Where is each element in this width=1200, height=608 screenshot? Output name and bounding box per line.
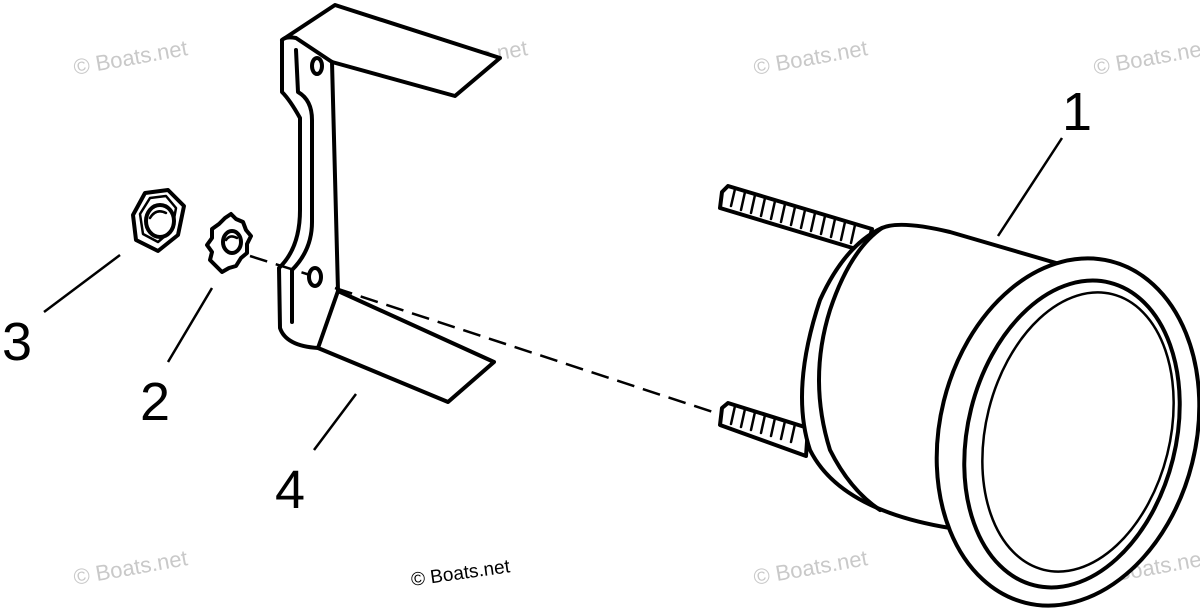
watermark: © Boats.net xyxy=(1092,35,1200,80)
leader-lines xyxy=(43,137,1064,451)
callout-4: 4 xyxy=(275,460,305,520)
assembly-line xyxy=(249,254,723,417)
gauge-part xyxy=(718,184,1200,608)
leader-line-1 xyxy=(996,137,1064,237)
watermark: © Boats.net xyxy=(752,545,870,590)
callout-1: 1 xyxy=(1062,82,1092,142)
watermark: © Boats.net xyxy=(72,545,190,590)
callout-3: 3 xyxy=(2,312,32,372)
watermark: © Boats.net xyxy=(72,35,190,80)
copyright-credit: © Boats.net xyxy=(410,556,512,591)
lock-washer-part xyxy=(205,212,253,274)
leader-line-2 xyxy=(166,287,214,363)
watermark: © Boats.net xyxy=(752,35,870,80)
u-bracket-part xyxy=(277,3,502,404)
callout-2: 2 xyxy=(140,372,170,432)
leader-line-3 xyxy=(43,254,121,313)
leader-line-4 xyxy=(313,393,357,451)
hex-nut-part xyxy=(131,188,186,253)
